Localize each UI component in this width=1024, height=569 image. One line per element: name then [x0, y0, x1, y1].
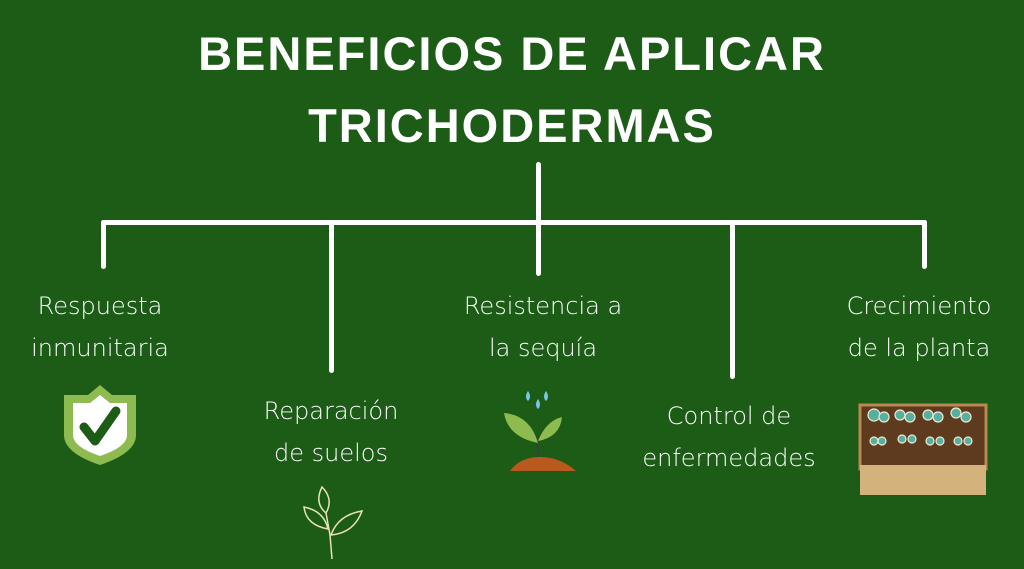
title-line-2: TRICHODERMAS — [308, 99, 716, 152]
branch-line-5 — [922, 220, 927, 269]
label-line: Reparación — [263, 397, 399, 425]
label-line: Resistencia a — [463, 292, 623, 320]
label-line: Respuesta — [37, 292, 163, 320]
branch-label-resistencia: Resistencia a la sequía — [433, 285, 653, 369]
shield-check-icon — [64, 385, 136, 465]
branch-label-crecimiento: Crecimiento de la planta — [809, 285, 1024, 369]
leaf-sprig-icon — [303, 485, 364, 560]
branch-line-4 — [730, 220, 735, 379]
horizontal-line — [101, 220, 927, 225]
sprout-water-icon — [504, 391, 576, 471]
branch-line-1 — [101, 220, 106, 269]
trunk-line — [536, 162, 541, 276]
label-line: inmunitaria — [31, 334, 169, 362]
branch-label-respuesta: Respuesta inmunitaria — [0, 285, 210, 369]
branch-label-control: Control de enfermedades — [619, 395, 839, 479]
label-line: enfermedades — [642, 444, 816, 472]
branch-label-reparacion: Reparación de suelos — [221, 390, 441, 474]
label-line: Crecimiento — [846, 292, 992, 320]
title-line-1: BENEFICIOS DE APLICAR — [198, 27, 826, 80]
label-line: de la planta — [847, 334, 991, 362]
seedling-bed-icon — [858, 403, 988, 495]
diagram-title: BENEFICIOS DE APLICAR TRICHODERMAS — [0, 18, 1024, 162]
label-line: Control de — [666, 402, 792, 430]
label-line: la sequía — [488, 334, 598, 362]
label-line: de suelos — [274, 439, 388, 467]
branch-line-2 — [329, 220, 334, 373]
